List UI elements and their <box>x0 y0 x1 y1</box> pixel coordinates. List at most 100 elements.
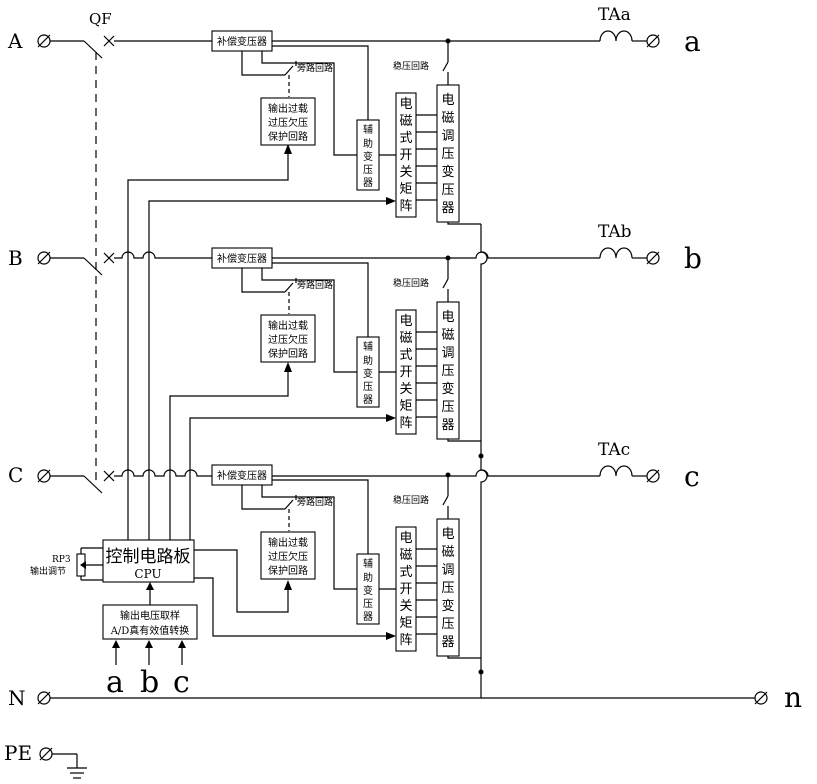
protection-line3: 保护回路 <box>268 347 308 360</box>
bypass-switch <box>284 499 294 510</box>
terminal-pe-slash <box>39 747 53 761</box>
switch-matrix <box>395 309 417 435</box>
protection-line2: 过压欠压 <box>268 550 308 563</box>
breaker-contact-b <box>83 257 103 276</box>
regulator-char: 压 <box>441 183 454 198</box>
regulator-char: 压 <box>441 581 454 596</box>
compensation-transformer-label: 补偿变压器 <box>217 35 267 48</box>
control-wire-prot-a <box>127 146 289 540</box>
bypass-switch <box>284 282 294 293</box>
regulator-char: 磁 <box>441 328 454 343</box>
regulator-char: 压 <box>441 364 454 379</box>
aux-transformer-char: 器 <box>363 394 373 406</box>
arrow-icon <box>284 362 292 372</box>
aux-transformer-char: 压 <box>363 598 373 610</box>
switch-matrix-char: 式 <box>399 348 412 363</box>
protection-line1: 输出过载 <box>268 102 308 115</box>
output-b-label: b <box>684 242 702 275</box>
terminal-b-out <box>646 251 660 265</box>
regulator-char: 调 <box>441 563 454 578</box>
comp-to-aux-wire2 <box>272 45 369 120</box>
aux-transformer-char: 辅 <box>363 557 373 570</box>
pe-label: PE <box>4 741 32 765</box>
arrow-icon <box>146 582 154 590</box>
junction-dot <box>445 38 451 44</box>
arrow-icon <box>386 632 396 640</box>
regulator-char: 器 <box>441 635 454 650</box>
ct-c-label: TAc <box>598 440 630 460</box>
switch-matrix-char: 阵 <box>399 199 412 214</box>
regulator-char: 变 <box>441 598 454 614</box>
line-c-2 <box>272 469 600 477</box>
bypass-loop-label: 旁路回路 <box>297 496 333 508</box>
terminal-c-out <box>646 469 660 483</box>
regulator-char: 磁 <box>441 545 454 560</box>
arrow-icon <box>284 144 292 154</box>
control-board-cpu: CPU <box>134 567 161 581</box>
stabilizing-loop-label: 稳压回路 <box>393 494 429 506</box>
protection-line2: 过压欠压 <box>268 116 308 129</box>
arrow-icon <box>386 414 396 422</box>
ct-b-coil <box>599 247 633 259</box>
stabilizing-loop-label: 稳压回路 <box>393 60 429 72</box>
regulator-char: 器 <box>441 201 454 216</box>
switch-matrix-char: 阵 <box>399 633 412 648</box>
aux-transformer-char: 器 <box>363 177 373 189</box>
regulator-char: 电 <box>441 527 454 542</box>
regulator-to-neutral <box>447 222 481 225</box>
switch-matrix-char: 式 <box>399 565 412 580</box>
sampling-line1: 输出电压取样 <box>120 609 180 622</box>
arrow-icon <box>284 580 292 590</box>
bypass-wire <box>241 268 285 293</box>
switch-matrix-char: 关 <box>399 599 412 614</box>
arrow-icon <box>145 640 153 648</box>
bypass-switch <box>284 65 294 76</box>
switch-matrix-char: 矩 <box>399 616 412 631</box>
aux-transformer-char: 变 <box>363 584 373 597</box>
comp-to-aux-wire <box>261 51 357 156</box>
bypass-loop-label: 旁路回路 <box>297 62 333 74</box>
terminal-c-slash <box>37 469 51 483</box>
rp3-name: RP3 <box>52 555 71 565</box>
control-wire-matrix-a <box>148 200 386 540</box>
junction-dot <box>445 255 451 261</box>
protection-line1: 输出过载 <box>268 536 308 549</box>
protection-circuit <box>260 531 316 580</box>
stabilize-switch <box>442 495 449 506</box>
switch-matrix-char: 开 <box>399 365 412 380</box>
switch-matrix-char: 阵 <box>399 416 412 431</box>
switch-matrix-char: 开 <box>399 582 412 597</box>
phase-a-label: A <box>7 29 23 53</box>
control-wire-prot-b <box>169 366 289 540</box>
stabilizing-loop-label: 稳压回路 <box>393 277 429 289</box>
terminal-n-out-slash <box>754 691 768 705</box>
sample-input-b: b <box>140 665 159 700</box>
line-b-1 <box>114 251 212 259</box>
switch-matrix-char: 磁 <box>399 114 412 129</box>
arrow-icon <box>80 561 86 569</box>
regulator-char: 压 <box>441 617 454 632</box>
regulator-char: 调 <box>441 129 454 144</box>
neutral-bus <box>480 224 488 698</box>
rp3-label: 输出调节 <box>30 565 66 577</box>
switch-matrix-char: 关 <box>399 165 412 180</box>
aux-transformer-char: 变 <box>363 367 373 380</box>
switch-matrix-char: 磁 <box>399 331 412 346</box>
arrow-icon <box>386 197 396 205</box>
sampling-block <box>102 604 198 640</box>
switch-matrix-char: 开 <box>399 148 412 163</box>
stabilize-switch <box>442 61 449 72</box>
regulator-unit: 补偿变压器 旁路回路 输出过载 过压欠压 保护回路 辅 助 变 压 器 电 磁 … <box>211 30 481 225</box>
switch-matrix-char: 关 <box>399 382 412 397</box>
breaker-contact-c <box>83 475 103 494</box>
arrow-icon <box>178 640 186 648</box>
regulator-char: 电 <box>441 93 454 108</box>
breaker-x-b2 <box>103 252 115 264</box>
switch-matrix-char: 电 <box>399 314 412 329</box>
switch-matrix <box>395 526 417 652</box>
ct-c-coil <box>599 465 633 477</box>
arrow-icon <box>112 640 120 648</box>
comp-to-aux-wire <box>261 268 357 373</box>
regulator-char: 压 <box>441 400 454 415</box>
